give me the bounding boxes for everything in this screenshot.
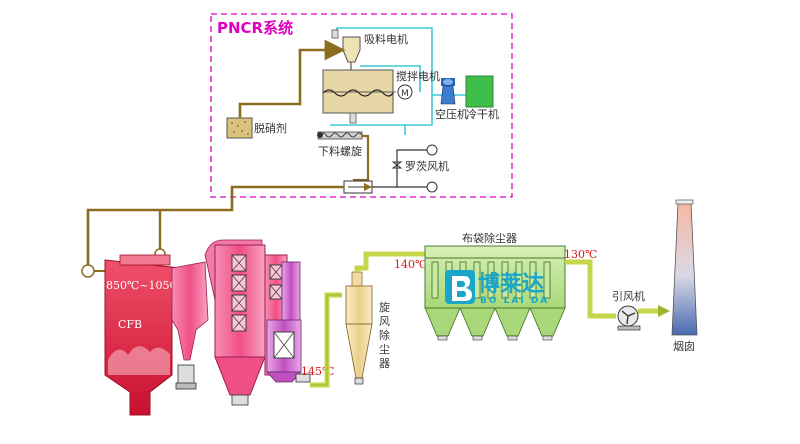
svg-text:尘: 尘	[379, 343, 390, 356]
cold-dryer	[465, 75, 494, 108]
denitration-agent-bin	[226, 117, 253, 139]
air-compressor	[440, 78, 456, 105]
furnace-temperature: 850℃~1050℃	[106, 279, 189, 292]
valve-icon	[391, 161, 403, 169]
air-preheater	[266, 261, 311, 383]
svg-text:旋: 旋	[379, 300, 390, 314]
bolaida-logo: 博莱达 BO LAI DA	[445, 270, 549, 306]
stir-motor-label: 搅拌电机	[396, 69, 440, 83]
stirring-tank: M	[322, 69, 413, 124]
bag-out-temperature: 130℃	[564, 248, 597, 261]
cyclone-out-temperature: 140℃	[394, 258, 427, 271]
agent-feed-pipe	[238, 39, 346, 118]
screw-to-mixer-pipe	[353, 134, 370, 182]
cyclone-label: 旋 风 除 尘 器	[379, 300, 390, 370]
fan-outlet-arrow	[658, 305, 670, 317]
induced-fan-label: 引风机	[612, 289, 645, 303]
denitration-agent-label: 脱硝剂	[254, 121, 287, 135]
roots-blower-2	[426, 181, 438, 193]
svg-text:除: 除	[379, 328, 390, 342]
bag-filter-label: 布袋除尘器	[462, 231, 517, 245]
injection-nozzle-1	[81, 264, 95, 278]
cfb-label: CFB	[118, 318, 142, 331]
svg-text:风: 风	[379, 315, 390, 328]
pncr-system-border	[210, 13, 513, 198]
flue-pipe-2	[354, 251, 425, 272]
cfb-furnace	[104, 254, 181, 416]
induced-fan	[617, 305, 660, 331]
pncr-system-title: PNCR系统	[217, 19, 293, 37]
svg-text:博莱达: 博莱达	[478, 271, 544, 297]
screw-conveyor	[317, 131, 363, 140]
screw-label: 下料螺旋	[318, 144, 362, 158]
chimney-label: 烟囱	[673, 339, 695, 353]
svg-text:器: 器	[379, 357, 390, 370]
roots-blower-label: 罗茨风机	[405, 159, 449, 173]
stir-motor-symbol: M	[401, 89, 409, 99]
chimney	[671, 199, 698, 336]
separator-cyclone	[171, 261, 209, 390]
cold-dryer-label: 冷干机	[466, 107, 499, 121]
feed-motor-label: 吸料电机	[364, 32, 408, 46]
injection-pipe	[86, 185, 344, 265]
flue-pipe-3	[565, 259, 616, 319]
roots-blower-1	[426, 144, 438, 156]
svg-text:BO LAI DA: BO LAI DA	[480, 296, 549, 306]
feed-hopper	[331, 29, 361, 70]
cyclone-dust-collector	[345, 271, 373, 385]
air-compressor-label: 空压机	[435, 107, 468, 121]
bag-filter	[424, 245, 566, 341]
